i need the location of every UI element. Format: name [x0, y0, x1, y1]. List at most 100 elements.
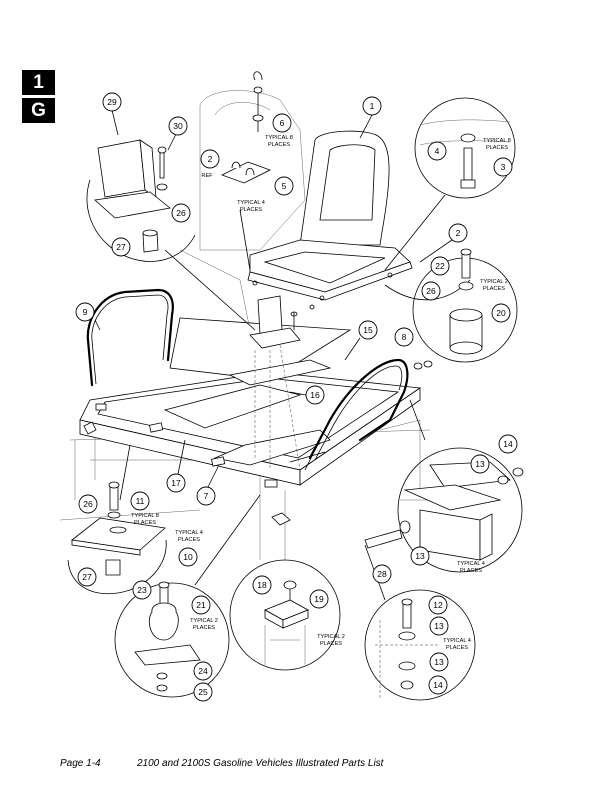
callout-23-label: 23: [137, 585, 147, 595]
callout-13-b-label: 13: [434, 657, 444, 667]
callout-14-bottom-label: 14: [433, 680, 443, 690]
callout-9-label: 9: [83, 307, 88, 317]
note-places-2-c: PLACES: [320, 641, 342, 647]
detail-bracket-left: [67, 444, 167, 595]
callout-27-left-label: 27: [82, 572, 92, 582]
note-places-4-c: PLACES: [460, 568, 482, 574]
note-typical-2-b: TYPICAL 2: [190, 618, 218, 624]
detail-cupholder: [86, 139, 256, 331]
callout-27: [111, 237, 131, 257]
callout-17-label: 17: [171, 478, 181, 488]
note-typical-2-a: TYPICAL 2: [480, 279, 508, 285]
callout-8-label: 8: [402, 332, 407, 342]
detail-bolt-top: [384, 97, 516, 271]
seat-assembly: [247, 130, 413, 310]
callout-10: [178, 547, 198, 567]
callout-25-label: 25: [198, 687, 208, 697]
callout-24-label: 24: [198, 666, 208, 676]
callout-28: [372, 564, 392, 584]
callout-13-top-label: 13: [475, 459, 485, 469]
callout-13-b: [429, 652, 449, 672]
callout-12-label: 12: [433, 600, 443, 610]
callout-1: [362, 96, 382, 116]
note-places-4-b: PLACES: [178, 537, 200, 543]
callout-8: [394, 327, 414, 347]
callout-28-label: 28: [377, 569, 387, 579]
callout-21: [191, 595, 211, 615]
note-places-2-a: PLACES: [483, 286, 505, 292]
callout-7-label: 7: [204, 491, 209, 501]
callout-4-label: 4: [435, 146, 440, 156]
callout-2-right: [448, 223, 468, 243]
callout-27-left: [77, 567, 97, 587]
callout-20-label: 20: [496, 308, 506, 318]
detail-rail-mount: [364, 360, 524, 573]
callout-5: [274, 176, 294, 196]
callout-5-label: 5: [282, 181, 287, 191]
callout-3: [493, 157, 513, 177]
callout-1-label: 1: [370, 101, 375, 111]
callout-2-right-label: 2: [456, 228, 461, 238]
seat-frame: [79, 317, 422, 526]
callout-19: [309, 589, 329, 609]
callout-18-label: 18: [257, 580, 267, 590]
callout-24: [193, 661, 213, 681]
callout-7: [196, 486, 216, 506]
callout-15-label: 15: [363, 325, 373, 335]
callout-2-label: 2: [208, 154, 213, 164]
callout-13-mid-label: 13: [415, 551, 425, 561]
callout-6-label: 6: [280, 118, 285, 128]
detail-latch-top: [220, 71, 272, 271]
callout-13-a: [429, 616, 449, 636]
note-ref: REF: [201, 173, 213, 179]
callout-13-top: [470, 454, 490, 474]
note-typical-4-d: TYPICAL 4: [443, 638, 471, 644]
note-typical-8-b: TYPICAL 8: [483, 138, 511, 144]
note-typical-4-a: TYPICAL 4: [237, 200, 265, 206]
callout-19-label: 19: [314, 594, 324, 604]
note-places-8-b: PLACES: [486, 145, 508, 151]
callout-23: [132, 580, 152, 600]
callout-3-label: 3: [501, 162, 506, 172]
note-places-8-c: PLACES: [134, 520, 156, 526]
callout-11: [130, 491, 150, 511]
callout-14-top-label: 14: [503, 439, 513, 449]
detail-bumper: [114, 494, 261, 698]
callout-30-label: 30: [173, 121, 183, 131]
section-letter-tab: G: [22, 98, 55, 123]
typical-notes: TYPICAL 8 PLACES REF TYPICAL 4 PLACES TY…: [131, 135, 511, 651]
callout-29: [102, 92, 122, 112]
callout-26-label: 26: [176, 208, 186, 218]
note-places-8-a: PLACES: [268, 142, 290, 148]
callout-17: [166, 473, 186, 493]
section-number-tab: 1: [22, 70, 55, 95]
callout-10-label: 10: [183, 552, 193, 562]
callout-30: [168, 116, 188, 136]
note-places-4-a: PLACES: [240, 207, 262, 213]
footer-document-title: 2100 and 2100S Gasoline Vehicles Illustr…: [137, 758, 384, 769]
callout-26: [171, 203, 191, 223]
callout-13-a-label: 13: [434, 621, 444, 631]
note-places-4-d: PLACES: [446, 645, 468, 651]
seat-latch-bracket: [249, 295, 301, 471]
callout-bubbles: 29 30 26 27 6 2 5 1 4 3 2 22 26 20 9 15 …: [75, 92, 518, 702]
note-typical-2-c: TYPICAL 2: [317, 634, 345, 640]
callout-20: [491, 303, 511, 323]
callout-16: [305, 385, 325, 405]
callout-14-bottom: [428, 675, 448, 695]
note-places-2-b: PLACES: [193, 625, 215, 631]
callout-22: [430, 256, 450, 276]
callout-15: [358, 320, 378, 340]
callout-18: [252, 575, 272, 595]
callout-29-label: 29: [107, 97, 117, 107]
callout-6: [272, 113, 292, 133]
callout-14-top: [498, 434, 518, 454]
note-typical-4-c: TYPICAL 4: [457, 561, 485, 567]
note-typical-4-b: TYPICAL 4: [175, 530, 203, 536]
footer-page-number: Page 1-4: [60, 758, 101, 769]
note-typical-8-a: TYPICAL 8: [265, 135, 293, 141]
callout-26-right: [421, 281, 441, 301]
callout-21-label: 21: [196, 600, 206, 610]
callout-13-mid: [410, 546, 430, 566]
